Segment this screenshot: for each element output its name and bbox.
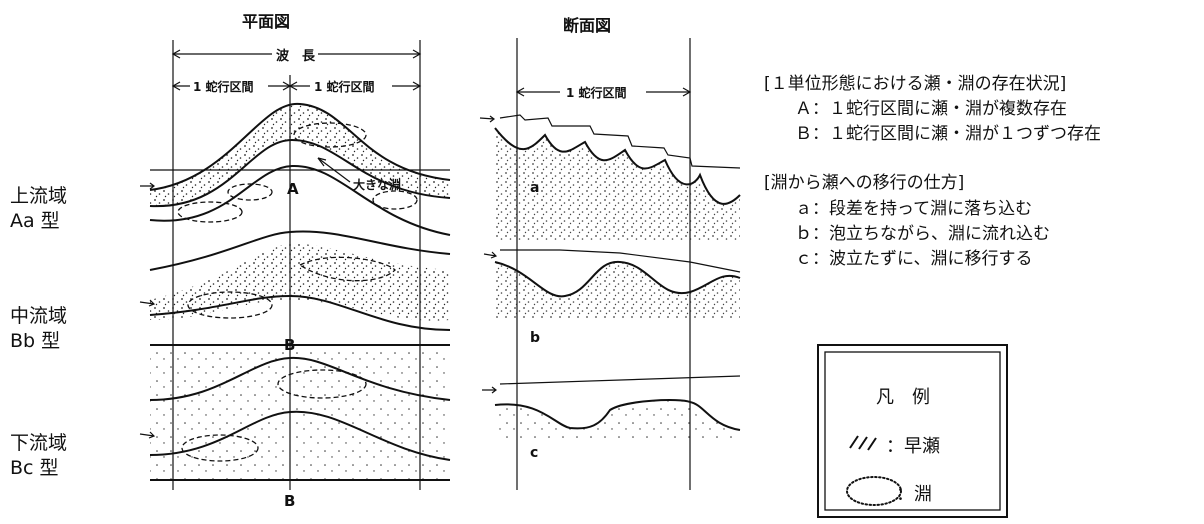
zone-middle-type: Bb 型 (10, 330, 61, 352)
pool-symbol (846, 476, 902, 506)
annotation-a-small: ａ：段差を持って淵に落ち込む (795, 199, 1033, 219)
wavelength-label: 波 長 (276, 49, 316, 64)
legend-rapid-label: ：早瀬 (886, 436, 940, 457)
legend-title: 凡 例 (876, 387, 930, 408)
zone-lower-name: 下流域 (10, 432, 68, 454)
zone-upper-name: 上流域 (10, 185, 68, 207)
plan-letter-b2: B (284, 492, 296, 510)
annotation-heading-2: [淵から瀬への移行の仕方] (764, 173, 965, 193)
rapid-symbol (849, 435, 877, 451)
zone-upper-type: Aa 型 (10, 210, 60, 232)
legend-box (817, 344, 1008, 518)
plan-letter-a: A (287, 180, 299, 198)
zone-lower-type: Bc 型 (10, 457, 59, 479)
section-letter-b: b (530, 330, 541, 346)
meander-label-2: 1 蛇行区間 (314, 80, 375, 94)
section-meander-label: 1 蛇行区間 (566, 86, 627, 100)
section-title: 断面図 (563, 16, 612, 35)
zone-middle-name: 中流域 (10, 305, 68, 327)
legend-pool-label: ：淵 (896, 484, 932, 505)
section-letter-a: a (530, 180, 540, 196)
section-letter-c: c (530, 445, 539, 461)
annotation-heading-1: [１単位形態における瀬・淵の存在状況] (764, 74, 1067, 94)
section-view (479, 38, 741, 490)
annotation-c-small: ｃ：波立たずに、淵に移行する (795, 249, 1033, 269)
plan-letter-b1: B (284, 336, 296, 354)
annotation-a: Ａ：１蛇行区間に瀬・淵が複数存在 (795, 99, 1067, 119)
zone-upper: 上流域 Aa 型 (10, 184, 67, 234)
annotation-b-small: ｂ：泡立ちながら、淵に流れ込む (795, 224, 1050, 244)
annotation-b: Ｂ：１蛇行区間に瀬・淵が１つずつ存在 (795, 124, 1101, 144)
zone-middle: 中流域 Bb 型 (10, 304, 67, 354)
zone-lower: 下流域 Bc 型 (10, 431, 67, 481)
plan-title: 平面図 (242, 12, 291, 31)
plan-view (139, 40, 451, 490)
meander-label-1: 1 蛇行区間 (193, 80, 254, 94)
big-pool-label: 大きな淵 (353, 178, 402, 192)
